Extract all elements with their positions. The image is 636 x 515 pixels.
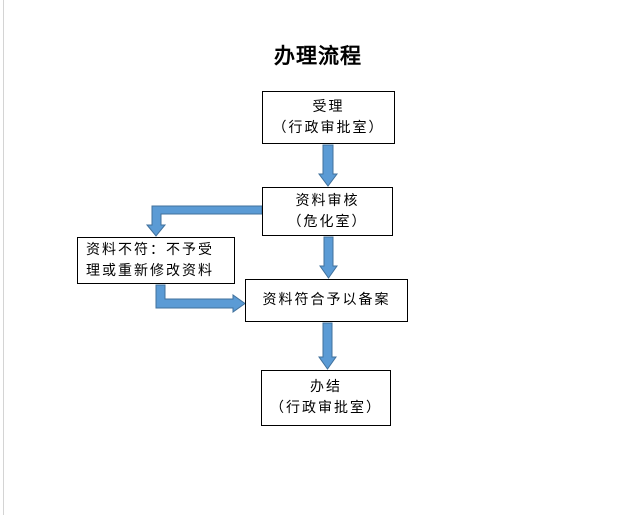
node-reject: 资料不符：不予受 理或重新修改资料 <box>77 237 235 284</box>
node-reject-line-2: 理或重新修改资料 <box>86 262 214 279</box>
node-review: 资料审核 （危化室） <box>262 187 393 236</box>
arrow-approve-to-complete <box>318 322 337 370</box>
arrow-reject-to-approve <box>155 284 246 313</box>
node-review-line-1: 资料审核 <box>295 192 360 209</box>
node-complete: 办结 （行政审批室） <box>261 370 391 426</box>
node-complete-line-2: （行政审批室） <box>270 400 382 416</box>
node-accept: 受理 （行政审批室） <box>262 91 395 144</box>
node-complete-line-1: 办结 <box>310 379 342 395</box>
node-accept-line-1: 受理 <box>312 98 345 115</box>
node-accept-line-2: （行政审批室） <box>272 119 385 136</box>
page-margin-line <box>3 0 4 515</box>
page-title: 办理流程 <box>274 43 362 68</box>
node-reject-line-1: 资料不符：不予受 <box>86 241 214 258</box>
arrow-review-to-approve <box>319 236 338 279</box>
node-approve-line-1: 资料符合予以备案 <box>262 292 391 308</box>
arrow-review-to-reject <box>145 205 263 237</box>
node-approve: 资料符合予以备案 <box>245 279 408 322</box>
arrow-accept-to-review <box>318 144 338 187</box>
node-review-line-2: （危化室） <box>287 213 368 230</box>
